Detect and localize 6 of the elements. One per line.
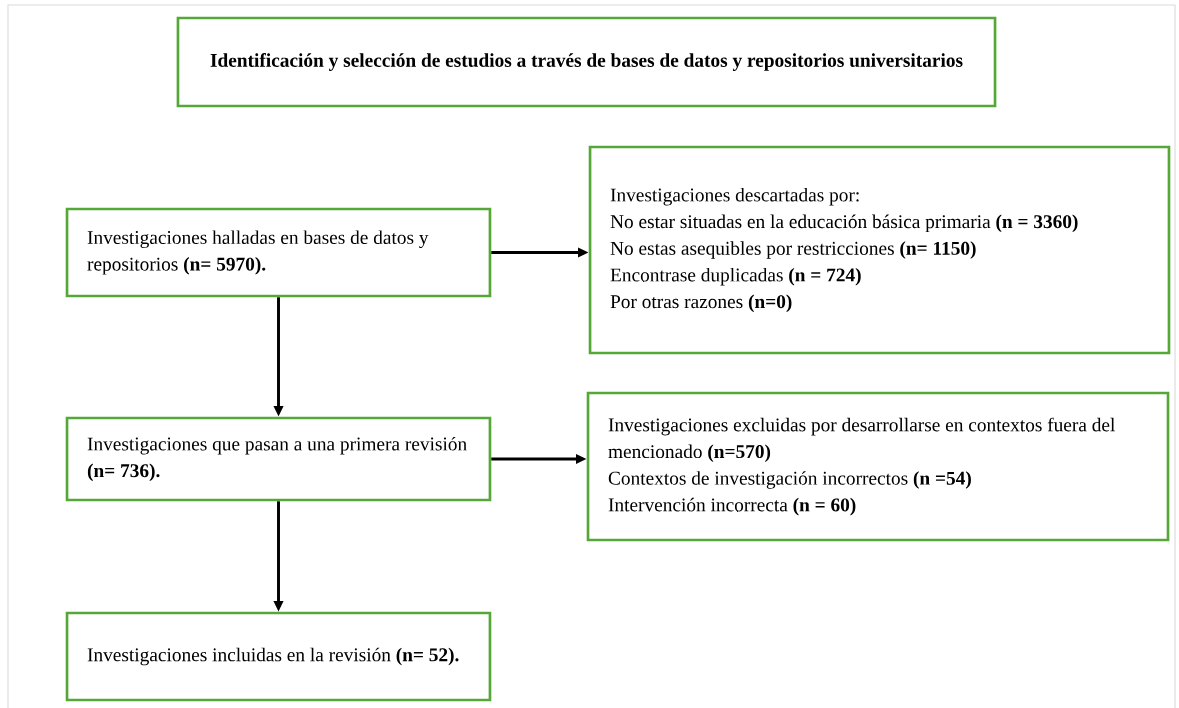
process-box: Investigaciones excluidas por desarrollarse en contextos fuera del mencionado (n=570) Contextos de investigación incorrectos (n =54) Intervención incorrecta (n = 60) — [586, 391, 1170, 542]
process-box: Investigaciones que pasan a una primera revisión (n= 736). — [65, 416, 492, 502]
process-box: Investigaciones incluidas en la revisión (n= 52). — [65, 611, 492, 702]
process-box: Investigaciones descartadas por: No estar situadas en la educación básica primaria (n = 3360) No estas asequibles por restricciones (n= 1150) Encontrase duplicadas (n = 724) Por otras razones (n=0) — [588, 145, 1171, 355]
process-box: Investigaciones halladas en bases de datos y repositorios (n= 5970). — [65, 207, 492, 298]
heading-box: Identificación y selección de estudios a través de bases de datos y repositorios universitarios — [176, 16, 997, 108]
